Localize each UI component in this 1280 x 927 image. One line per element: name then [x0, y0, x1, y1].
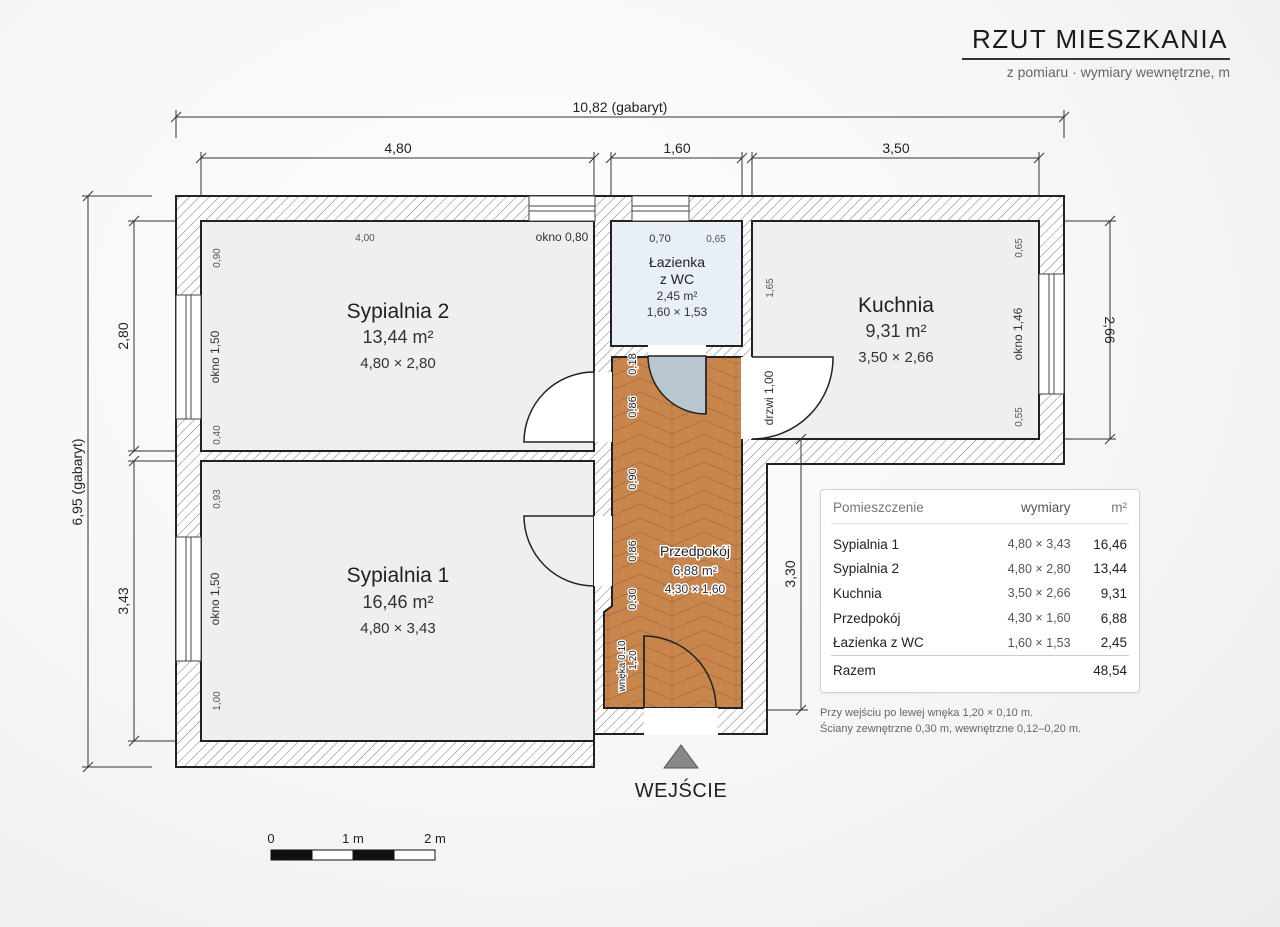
page-subtitle: z pomiaru · wymiary wewnętrzne, m — [1006, 64, 1230, 80]
dim-seg2: 1,60 — [663, 140, 690, 156]
legend-row: Kuchnia 3,50 × 2,66 9,31 — [831, 581, 1129, 606]
room-area-hall: 6,88 m² — [673, 563, 718, 578]
legend-room: Przedpokój — [833, 610, 901, 626]
note-b2-top: 4,00 — [355, 233, 375, 244]
legend-room: Kuchnia — [833, 585, 882, 601]
dim-seg3: 3,50 — [882, 140, 909, 156]
dim-left-top: 2,80 — [115, 322, 131, 349]
legend-row: Łazienka z WC 1,60 × 1,53 2,45 — [831, 630, 1129, 655]
dim-overall-height: 6,95 (gabaryt) — [69, 438, 85, 525]
legend-dims: 4,80 × 2,80 — [1007, 561, 1071, 576]
note-hall-086b: 0,86 — [627, 540, 639, 561]
note-b2-window-top: okno 0,80 — [536, 230, 589, 244]
room-name-kitchen: Kuchnia — [858, 294, 934, 317]
room-area-kitchen: 9,31 m² — [865, 321, 926, 341]
room-area-bedroom1: 16,46 m² — [362, 592, 433, 612]
note-b1-left-bottom: 1,00 — [212, 691, 223, 711]
room-dims-bedroom1: 4,80 × 3,43 — [360, 620, 435, 637]
note-line: Ściany zewnętrzne 0,30 m, wewnętrzne 0,1… — [820, 723, 1082, 735]
legend-header-area: m² — [1072, 496, 1129, 524]
note-bath-top-left: 0,70 — [649, 233, 670, 245]
legend-row: Przedpokój 4,30 × 1,60 6,88 — [831, 606, 1129, 631]
scale-label-1: 1 m — [342, 831, 364, 846]
note-hall-018: 0,18 — [627, 353, 639, 374]
legend-total-row: Razem 48,54 — [831, 654, 1129, 683]
note-kitchen-right-bottom: 0,55 — [1014, 407, 1025, 427]
legend-area: 6,88 — [1100, 610, 1127, 626]
note-kitchen-door: drzwi 1,00 — [762, 370, 776, 425]
room-dims-kitchen: 3,50 × 2,66 — [858, 349, 933, 366]
legend-table: Pomieszczenie wymiary m² Sypialnia 1 4,8… — [831, 496, 1129, 683]
room-bedroom2 — [200, 220, 595, 452]
legend-total-label: Razem — [831, 654, 973, 683]
legend-area: 2,45 — [1100, 635, 1127, 651]
room-dims-hall: 4,30 × 1,60 — [665, 582, 726, 596]
note-b2-left-top: 0,90 — [212, 248, 223, 268]
scale-bar: 0 1 m 2 m — [267, 831, 446, 861]
note-line: Przy wejściu po lewej wnęka 1,20 × 0,10 … — [820, 707, 1034, 719]
scale-label-0: 0 — [267, 831, 274, 846]
room-name-hall: Przedpokój — [660, 543, 730, 559]
legend-dims: 1,60 × 1,53 — [1007, 635, 1071, 650]
dim-right-kitchen: 2,66 — [1102, 316, 1118, 343]
room-area-bathroom: 2,45 m² — [657, 289, 698, 303]
plan-notes: Przy wejściu po lewej wnęka 1,20 × 0,10 … — [820, 705, 1081, 737]
door-openings — [594, 345, 753, 735]
legend-room: Sypialnia 1 — [833, 536, 900, 552]
note-kitchen-left: 1,65 — [765, 278, 776, 298]
note-hall-090: 0,90 — [627, 468, 639, 489]
room-name-bathroom-2: z WC — [660, 271, 694, 287]
note-bath-top-right: 0,65 — [706, 234, 726, 245]
legend-dims: 3,50 × 2,66 — [1007, 586, 1071, 601]
legend-room: Sypialnia 2 — [833, 561, 900, 577]
legend-room: Łazienka z WC — [833, 635, 924, 651]
area-legend: Pomieszczenie wymiary m² Sypialnia 1 4,8… — [820, 489, 1140, 693]
note-hall-030: 0,30 — [627, 588, 639, 609]
page-title: RZUT MIESZKANIA — [961, 24, 1230, 60]
legend-header-room: Pomieszczenie — [831, 496, 973, 524]
legend-row: Sypialnia 1 4,80 × 3,43 16,46 — [831, 524, 1129, 557]
room-name-bedroom2: Sypialnia 2 — [347, 300, 450, 323]
note-hall-niche-b: 1,20 — [628, 650, 639, 670]
legend-total-empty — [972, 654, 1073, 683]
entrance-arrow-icon — [663, 744, 699, 769]
room-dims-bedroom2: 4,80 × 2,80 — [360, 355, 435, 372]
dim-left-bottom: 3,43 — [115, 587, 131, 614]
note-b1-left-window: okno 1,50 — [208, 572, 222, 625]
note-hall-086a: 0,86 — [627, 396, 639, 417]
room-name-bathroom-1: Łazienka — [649, 254, 705, 270]
note-hall-niche-a: wnęka 0,10 — [617, 640, 628, 693]
note-kitchen-window: okno 1,46 — [1011, 307, 1025, 360]
legend-header-row: Pomieszczenie wymiary m² — [831, 496, 1129, 524]
dim-hall-right: 3,30 — [782, 560, 798, 587]
dim-seg1: 4,80 — [384, 140, 411, 156]
legend-area: 9,31 — [1100, 585, 1127, 601]
note-b1-left-top: 0,93 — [212, 489, 223, 509]
windows — [175, 195, 1065, 662]
entrance-label: WEJŚCIE — [635, 778, 727, 802]
room-bathroom — [610, 220, 743, 347]
room-area-bedroom2: 13,44 m² — [362, 327, 433, 347]
door-swings — [523, 355, 834, 709]
legend-area: 13,44 — [1093, 561, 1127, 577]
legend-dims: 4,30 × 1,60 — [1007, 611, 1071, 626]
scale-label-2: 2 m — [424, 831, 446, 846]
room-name-bedroom1: Sypialnia 1 — [347, 564, 450, 587]
legend-dims: 4,80 × 3,43 — [1007, 537, 1071, 552]
legend-header-dims: wymiary — [972, 496, 1073, 524]
dim-overall-width: 10,82 (gabaryt) — [573, 99, 668, 115]
room-dims-bathroom: 1,60 × 1,53 — [647, 305, 708, 319]
note-kitchen-right-top: 0,65 — [1014, 238, 1025, 258]
legend-area: 16,46 — [1093, 536, 1127, 552]
title-block: RZUT MIESZKANIA z pomiaru · wymiary wewn… — [961, 24, 1230, 80]
note-b2-left-window: okno 1,50 — [208, 330, 222, 383]
legend-total-value: 48,54 — [1072, 654, 1129, 683]
note-b2-left-bottom: 0,40 — [212, 425, 223, 445]
dimension-lines — [82, 110, 1116, 773]
room-bedroom1 — [200, 460, 595, 742]
legend-row: Sypialnia 2 4,80 × 2,80 13,44 — [831, 557, 1129, 582]
